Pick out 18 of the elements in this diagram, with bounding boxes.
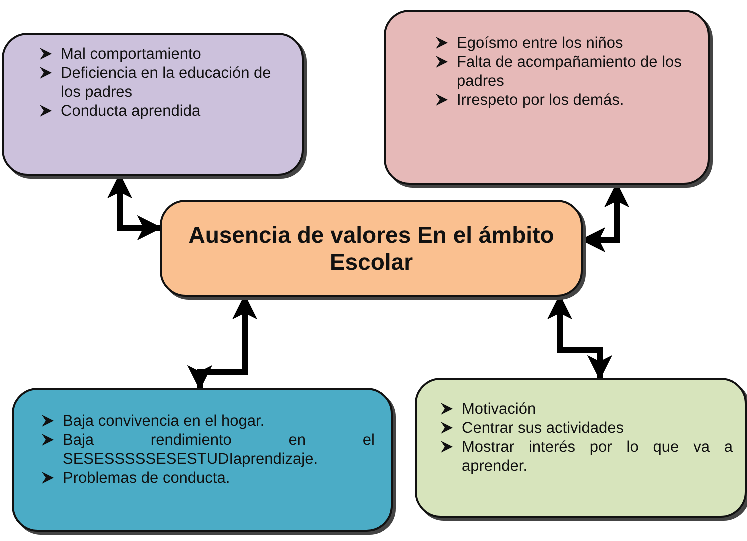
bullet-text: Egoísmo entre los niños — [457, 34, 624, 53]
bullet-text: Motivación — [462, 400, 538, 419]
bullet-text: Baja rendimiento en el SESESSSSSESESTUDIaprendizaje. — [63, 431, 375, 469]
bullet-text: Problemas de conducta. — [63, 469, 232, 488]
bullet-list-box — [384, 10, 710, 185]
bullet-text: Conducta aprendida — [61, 102, 202, 121]
bullet-list-box — [415, 378, 747, 518]
bullet-text: Falta de acompañamiento de los padres — [457, 53, 683, 91]
bullet-text: Mostrar interés por lo que va a aprender. — [462, 438, 733, 476]
title-box — [160, 200, 583, 297]
bullet-list-box — [2, 33, 304, 176]
bullet-text: Mal comportamiento — [61, 45, 202, 64]
bullet-text: Deficiencia en la educación de los padres — [61, 64, 272, 102]
bullet-text: Baja convivencia en el hogar. — [63, 412, 266, 431]
bullet-text: Irrespeto por los demás. — [457, 91, 626, 110]
bullet-list-box — [12, 388, 393, 532]
title-text: Ausencia de valores En el ámbito Escolar — [188, 222, 556, 276]
bullet-text: Centrar sus actividades — [462, 419, 625, 438]
